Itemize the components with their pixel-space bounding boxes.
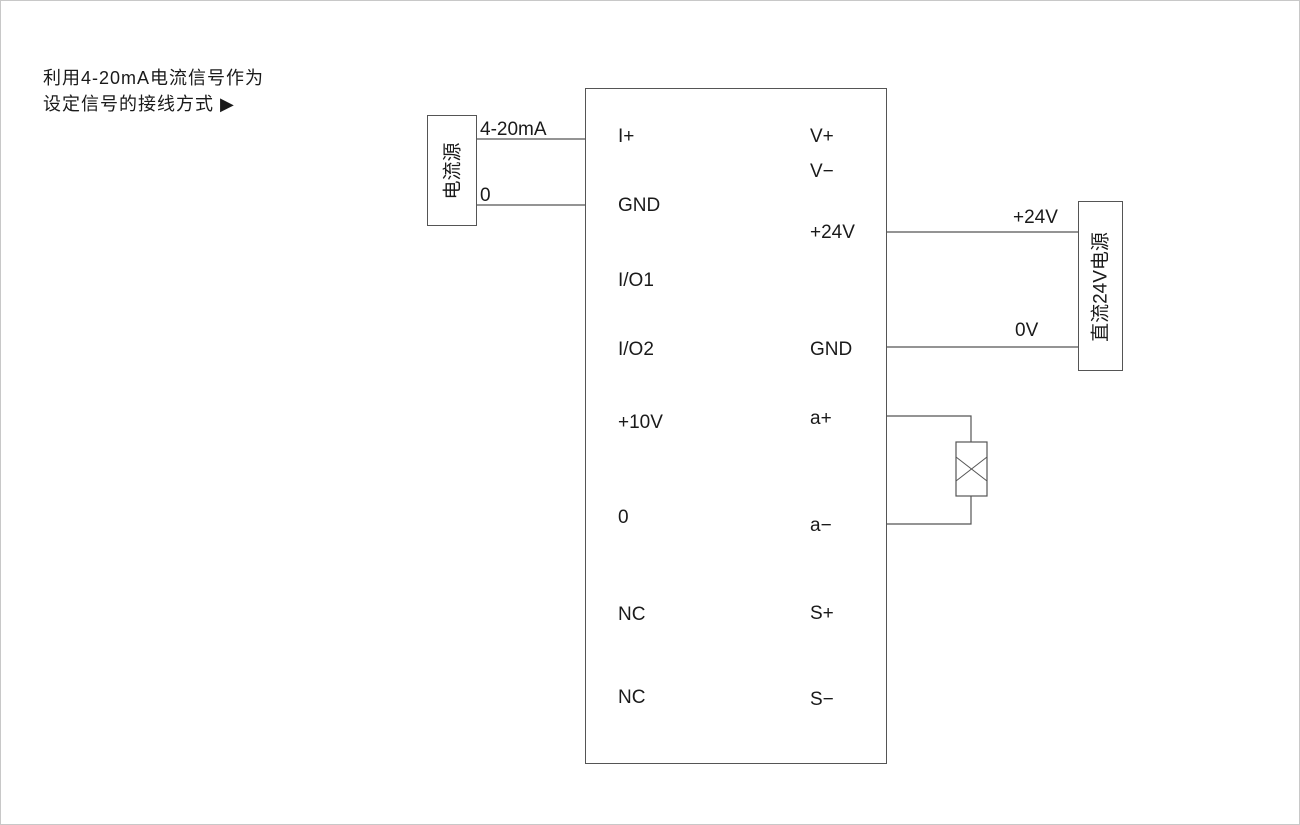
supply-top-wire-label: +24V	[1013, 207, 1058, 228]
caption-line-2: 设定信号的接线方式 ▶	[43, 94, 235, 114]
terminal-left-1: I+	[618, 126, 635, 147]
terminal-right-7: S+	[810, 603, 834, 624]
terminal-left-6: 0	[618, 507, 629, 528]
terminal-left-7: NC	[618, 604, 646, 625]
terminal-right-5: a+	[810, 408, 832, 429]
terminal-right-1: V+	[810, 126, 834, 147]
controller-module-box	[585, 88, 887, 764]
wire-a-minus	[887, 496, 972, 525]
terminal-left-5: +10V	[618, 412, 663, 433]
caption-line-1: 利用4-20mA电流信号作为	[43, 68, 265, 88]
wire-a-plus	[887, 415, 972, 442]
terminal-right-6: a−	[810, 515, 832, 536]
terminal-right-8: S−	[810, 689, 834, 710]
current-source-bottom-wire-label: 0	[480, 185, 491, 206]
current-source-label: 电流源	[442, 142, 464, 200]
terminal-right-2: V−	[810, 161, 834, 182]
terminal-left-4: I/O2	[618, 339, 654, 360]
current-source-top-wire-label: 4-20mA	[480, 119, 547, 140]
terminal-right-3: +24V	[810, 222, 855, 243]
relay-coil-symbol	[955, 441, 988, 497]
dc-supply-label: 直流24V电源	[1090, 232, 1112, 342]
terminal-left-8: NC	[618, 687, 646, 708]
terminal-right-4: GND	[810, 339, 853, 360]
terminal-left-2: GND	[618, 195, 661, 216]
terminal-left-3: I/O1	[618, 270, 654, 291]
diagram-caption: 利用4-20mA电流信号作为 设定信号的接线方式 ▶	[43, 65, 264, 117]
supply-bottom-wire-label: 0V	[1015, 320, 1039, 341]
dc-supply-box: 直流24V电源	[1078, 201, 1123, 371]
current-source-box: 电流源	[427, 115, 477, 226]
